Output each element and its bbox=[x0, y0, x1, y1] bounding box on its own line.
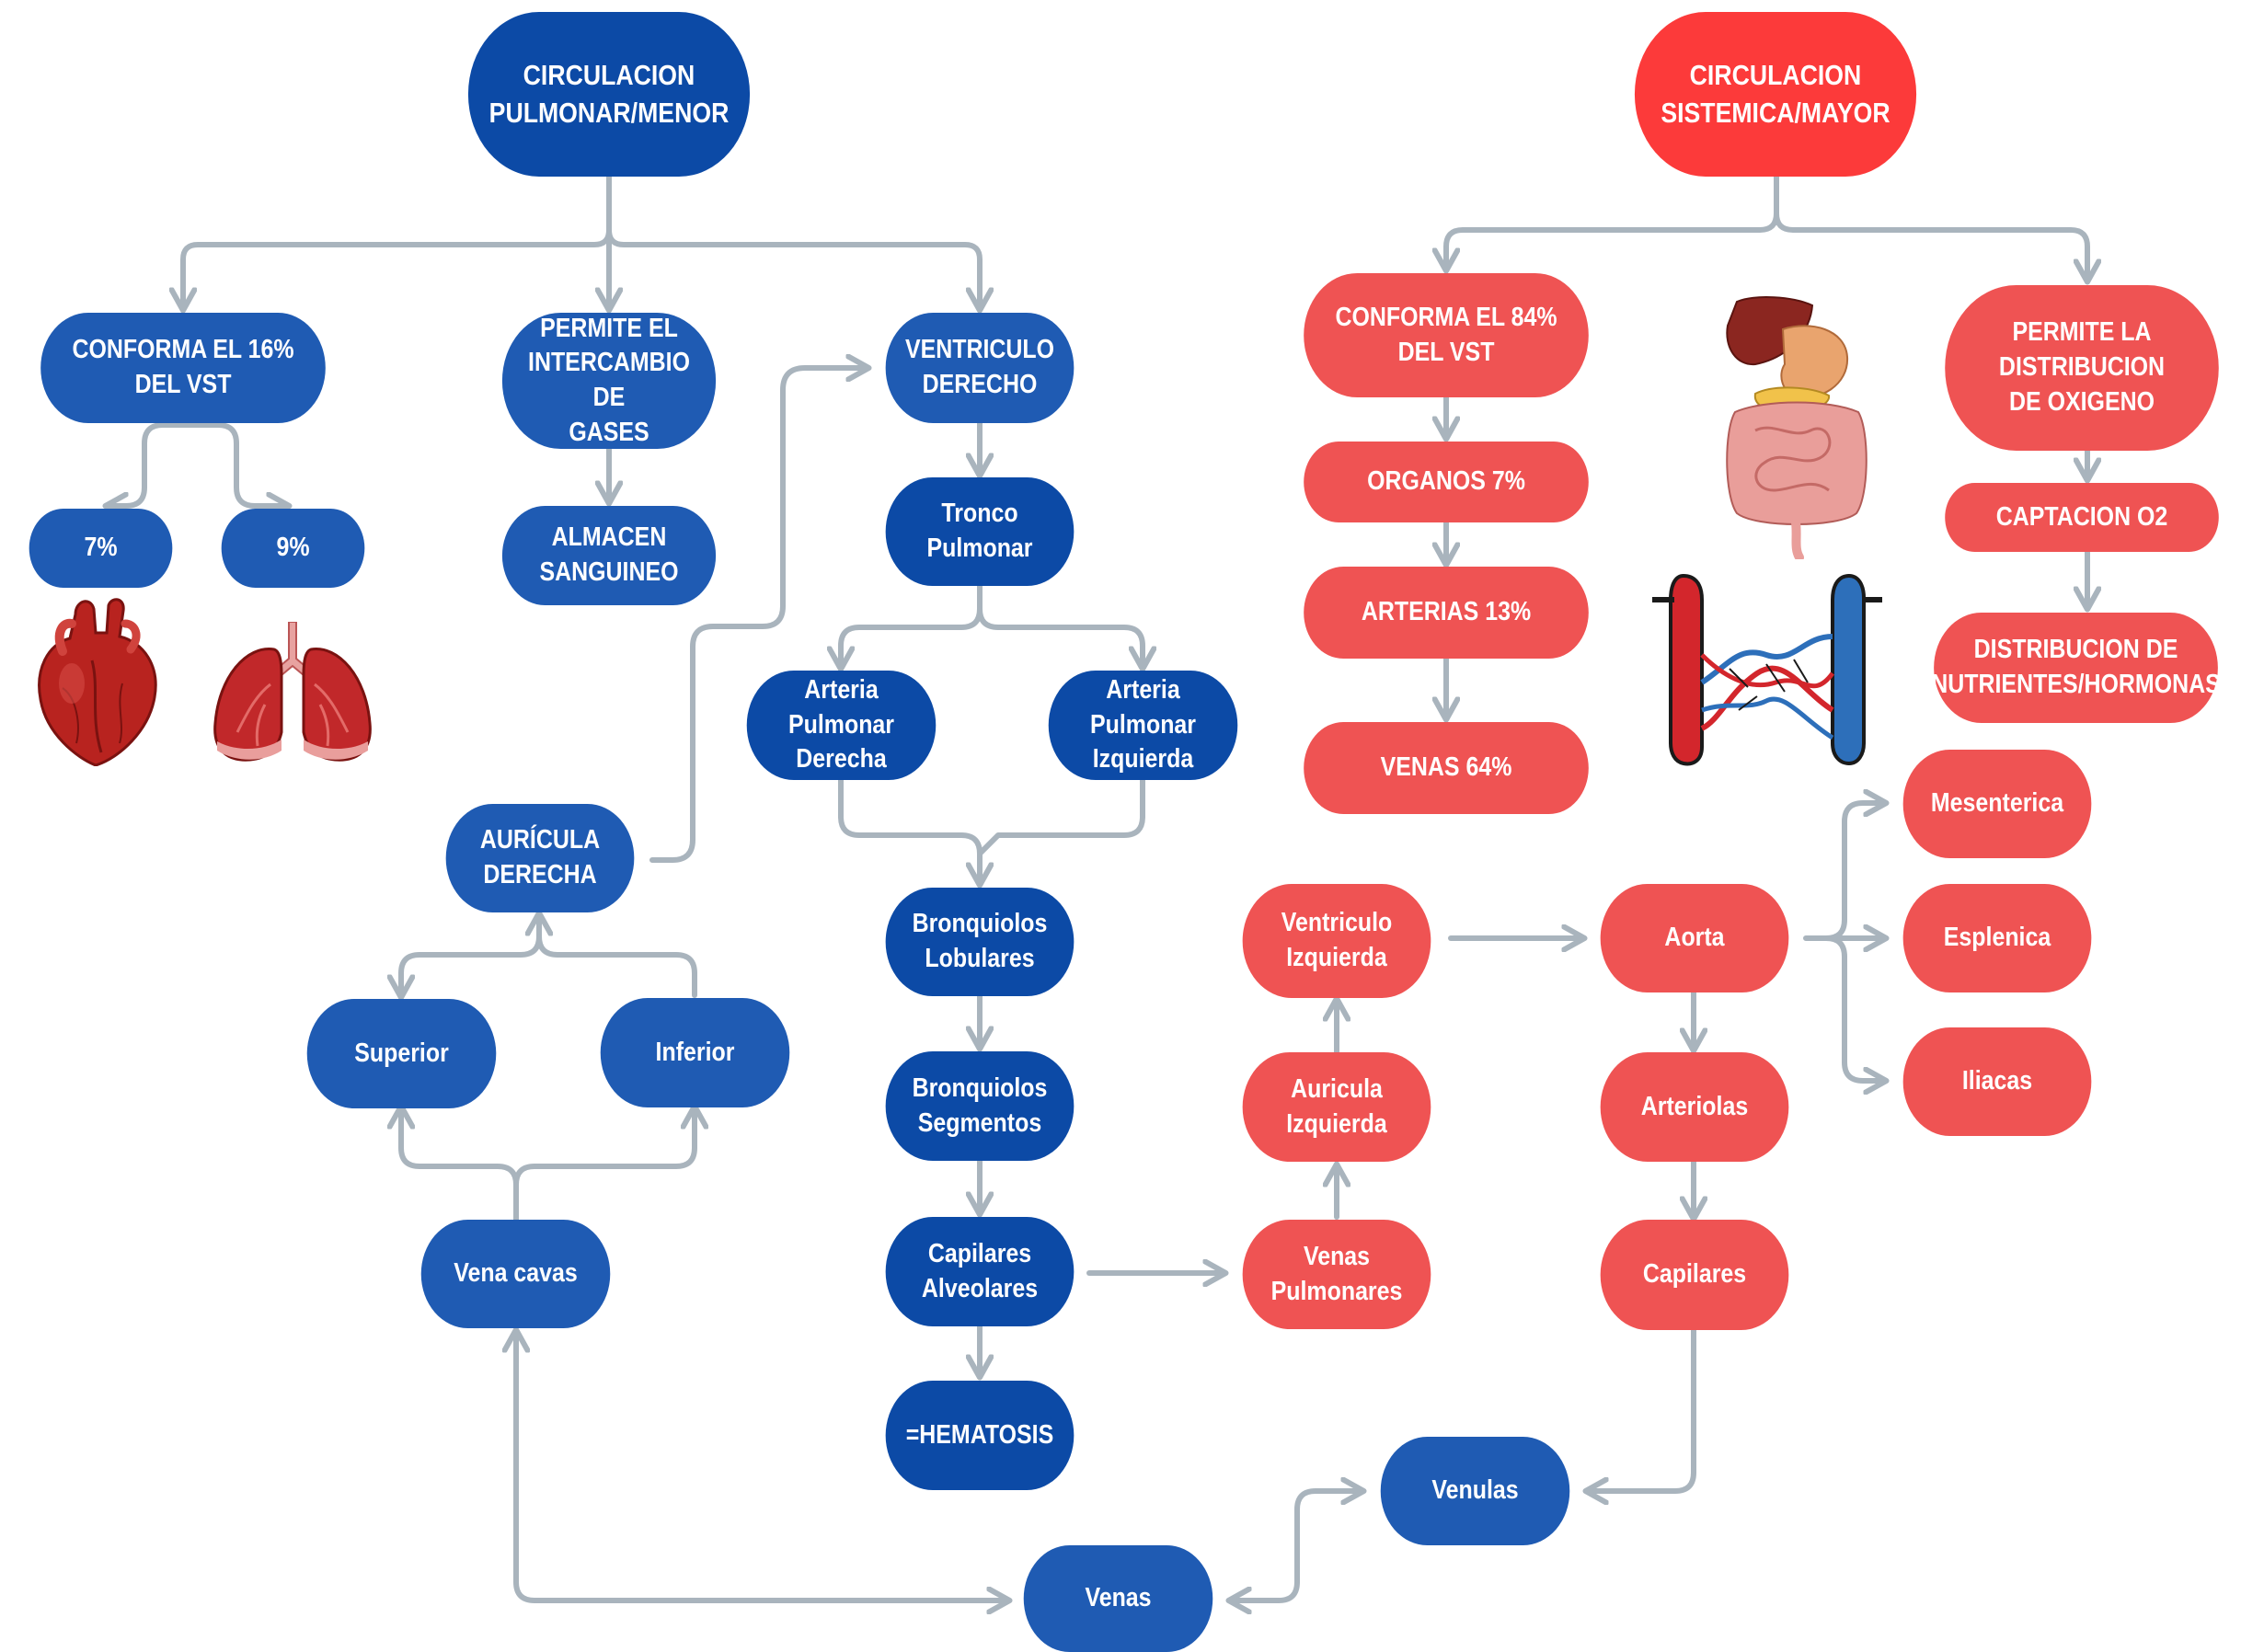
venas-node: Venas bbox=[1023, 1545, 1213, 1652]
bronquiolos-segmentos-node: Bronquiolos Segmentos bbox=[885, 1051, 1075, 1161]
edge-capilares-to-venulas bbox=[1588, 1327, 1696, 1491]
ventriculo-izquierda-node: Ventriculo Izquierda bbox=[1242, 884, 1431, 998]
auricula-derecha-node: AURÍCULA DERECHA bbox=[445, 804, 635, 912]
edge-superior-to-auricula bbox=[401, 915, 539, 995]
edge-sis-title-to-permite bbox=[1774, 211, 2087, 280]
auricula-izquierda-node: Auricula Izquierda bbox=[1242, 1052, 1431, 1162]
blood-vessels-illustration bbox=[1652, 573, 1882, 766]
lungs-illustration bbox=[213, 622, 372, 762]
pulmonar-permite-node: PERMITE EL INTERCAMBIO DE GASES bbox=[501, 313, 717, 449]
edge-venacavas-to-superior bbox=[401, 1108, 519, 1222]
edge-auricula-to-ventriculo bbox=[649, 368, 867, 863]
sistemica-permite-node: PERMITE LA DISTRIBUCION DE OXIGENO bbox=[1945, 285, 2219, 451]
pulmonar-pct7-node: 7% bbox=[29, 509, 173, 588]
edge-aorta-to-mesenterica bbox=[1803, 803, 1884, 941]
hematosis-node: =HEMATOSIS bbox=[885, 1381, 1075, 1490]
pulmonar-conforma-node: CONFORMA EL 16% DEL VST bbox=[40, 313, 326, 423]
esplenica-node: Esplenica bbox=[1902, 884, 2092, 992]
pulmonar-pct9-node: 9% bbox=[221, 509, 365, 588]
arteria-pulmonar-derecha-node: Arteria Pulmonar Derecha bbox=[746, 671, 937, 780]
captacion-node: CAPTACION O2 bbox=[1945, 483, 2219, 552]
edge-conforma-to-pct7 bbox=[108, 422, 186, 506]
pulmonar-title: CIRCULACION PULMONAR/MENOR bbox=[467, 12, 751, 177]
edge-venas-to-venacavas bbox=[516, 1332, 1007, 1600]
arteriolas-node: Arteriolas bbox=[1600, 1052, 1789, 1162]
venas-pct-node: VENAS 64% bbox=[1304, 722, 1589, 814]
aorta-node: Aorta bbox=[1600, 884, 1789, 992]
distribucion-node: DISTRIBUCION DE NUTRIENTES/HORMONAS bbox=[1931, 613, 2221, 723]
arteria-pulmonar-izquierda-node: Arteria Pulmonar Izquierda bbox=[1048, 671, 1238, 780]
capilares-alveolares-node: Capilares Alveolares bbox=[885, 1217, 1075, 1326]
ventriculo-derecho-node: VENTRICULO DERECHO bbox=[885, 313, 1075, 423]
venulas-node: Venulas bbox=[1380, 1437, 1570, 1545]
edge-tronco-split-der bbox=[841, 583, 983, 667]
edge-tronco-split-izq bbox=[977, 606, 1143, 667]
edge-venas-to-venulas bbox=[1231, 1491, 1362, 1600]
sistemica-title: CIRCULACION SISTEMICA/MAYOR bbox=[1634, 12, 1917, 177]
mesenterica-node: Mesenterica bbox=[1902, 750, 2092, 858]
vena-cavas-node: Vena cavas bbox=[420, 1220, 611, 1328]
venas-pulmonares-node: Venas Pulmonares bbox=[1242, 1220, 1431, 1329]
edge-arteria-izq-merge bbox=[977, 777, 1145, 856]
tronco-pulmonar-node: Tronco Pulmonar bbox=[885, 477, 1075, 586]
sistemica-conforma-node: CONFORMA EL 84% DEL VST bbox=[1304, 273, 1589, 397]
capilares-node: Capilares bbox=[1600, 1220, 1789, 1330]
vena-inferior-node: Inferior bbox=[600, 998, 790, 1107]
organos-node: ORGANOS 7% bbox=[1304, 442, 1589, 522]
iliacas-node: Iliacas bbox=[1902, 1027, 2092, 1136]
edge-sis-title-to-conforma bbox=[1446, 174, 1779, 269]
edge-inferior-to-auricula bbox=[536, 934, 697, 998]
edge-arteria-der-merge bbox=[838, 777, 980, 883]
arterias-node: ARTERIAS 13% bbox=[1304, 567, 1589, 659]
edge-title-to-ventriculo bbox=[606, 227, 980, 308]
edge-aorta-to-iliacas bbox=[1823, 935, 1884, 1081]
edge-conforma-to-pct9 bbox=[180, 422, 287, 506]
edge-title-to-conforma bbox=[183, 174, 612, 308]
pulmonar-almacen-node: ALMACEN SANGUINEO bbox=[501, 506, 717, 605]
bronquiolos-lobulares-node: Bronquiolos Lobulares bbox=[885, 888, 1075, 996]
vena-superior-node: Superior bbox=[306, 999, 497, 1108]
heart-illustration bbox=[38, 598, 157, 766]
edge-venacavas-to-inferior bbox=[513, 1108, 695, 1187]
digestive-organs-illustration bbox=[1726, 296, 1868, 559]
